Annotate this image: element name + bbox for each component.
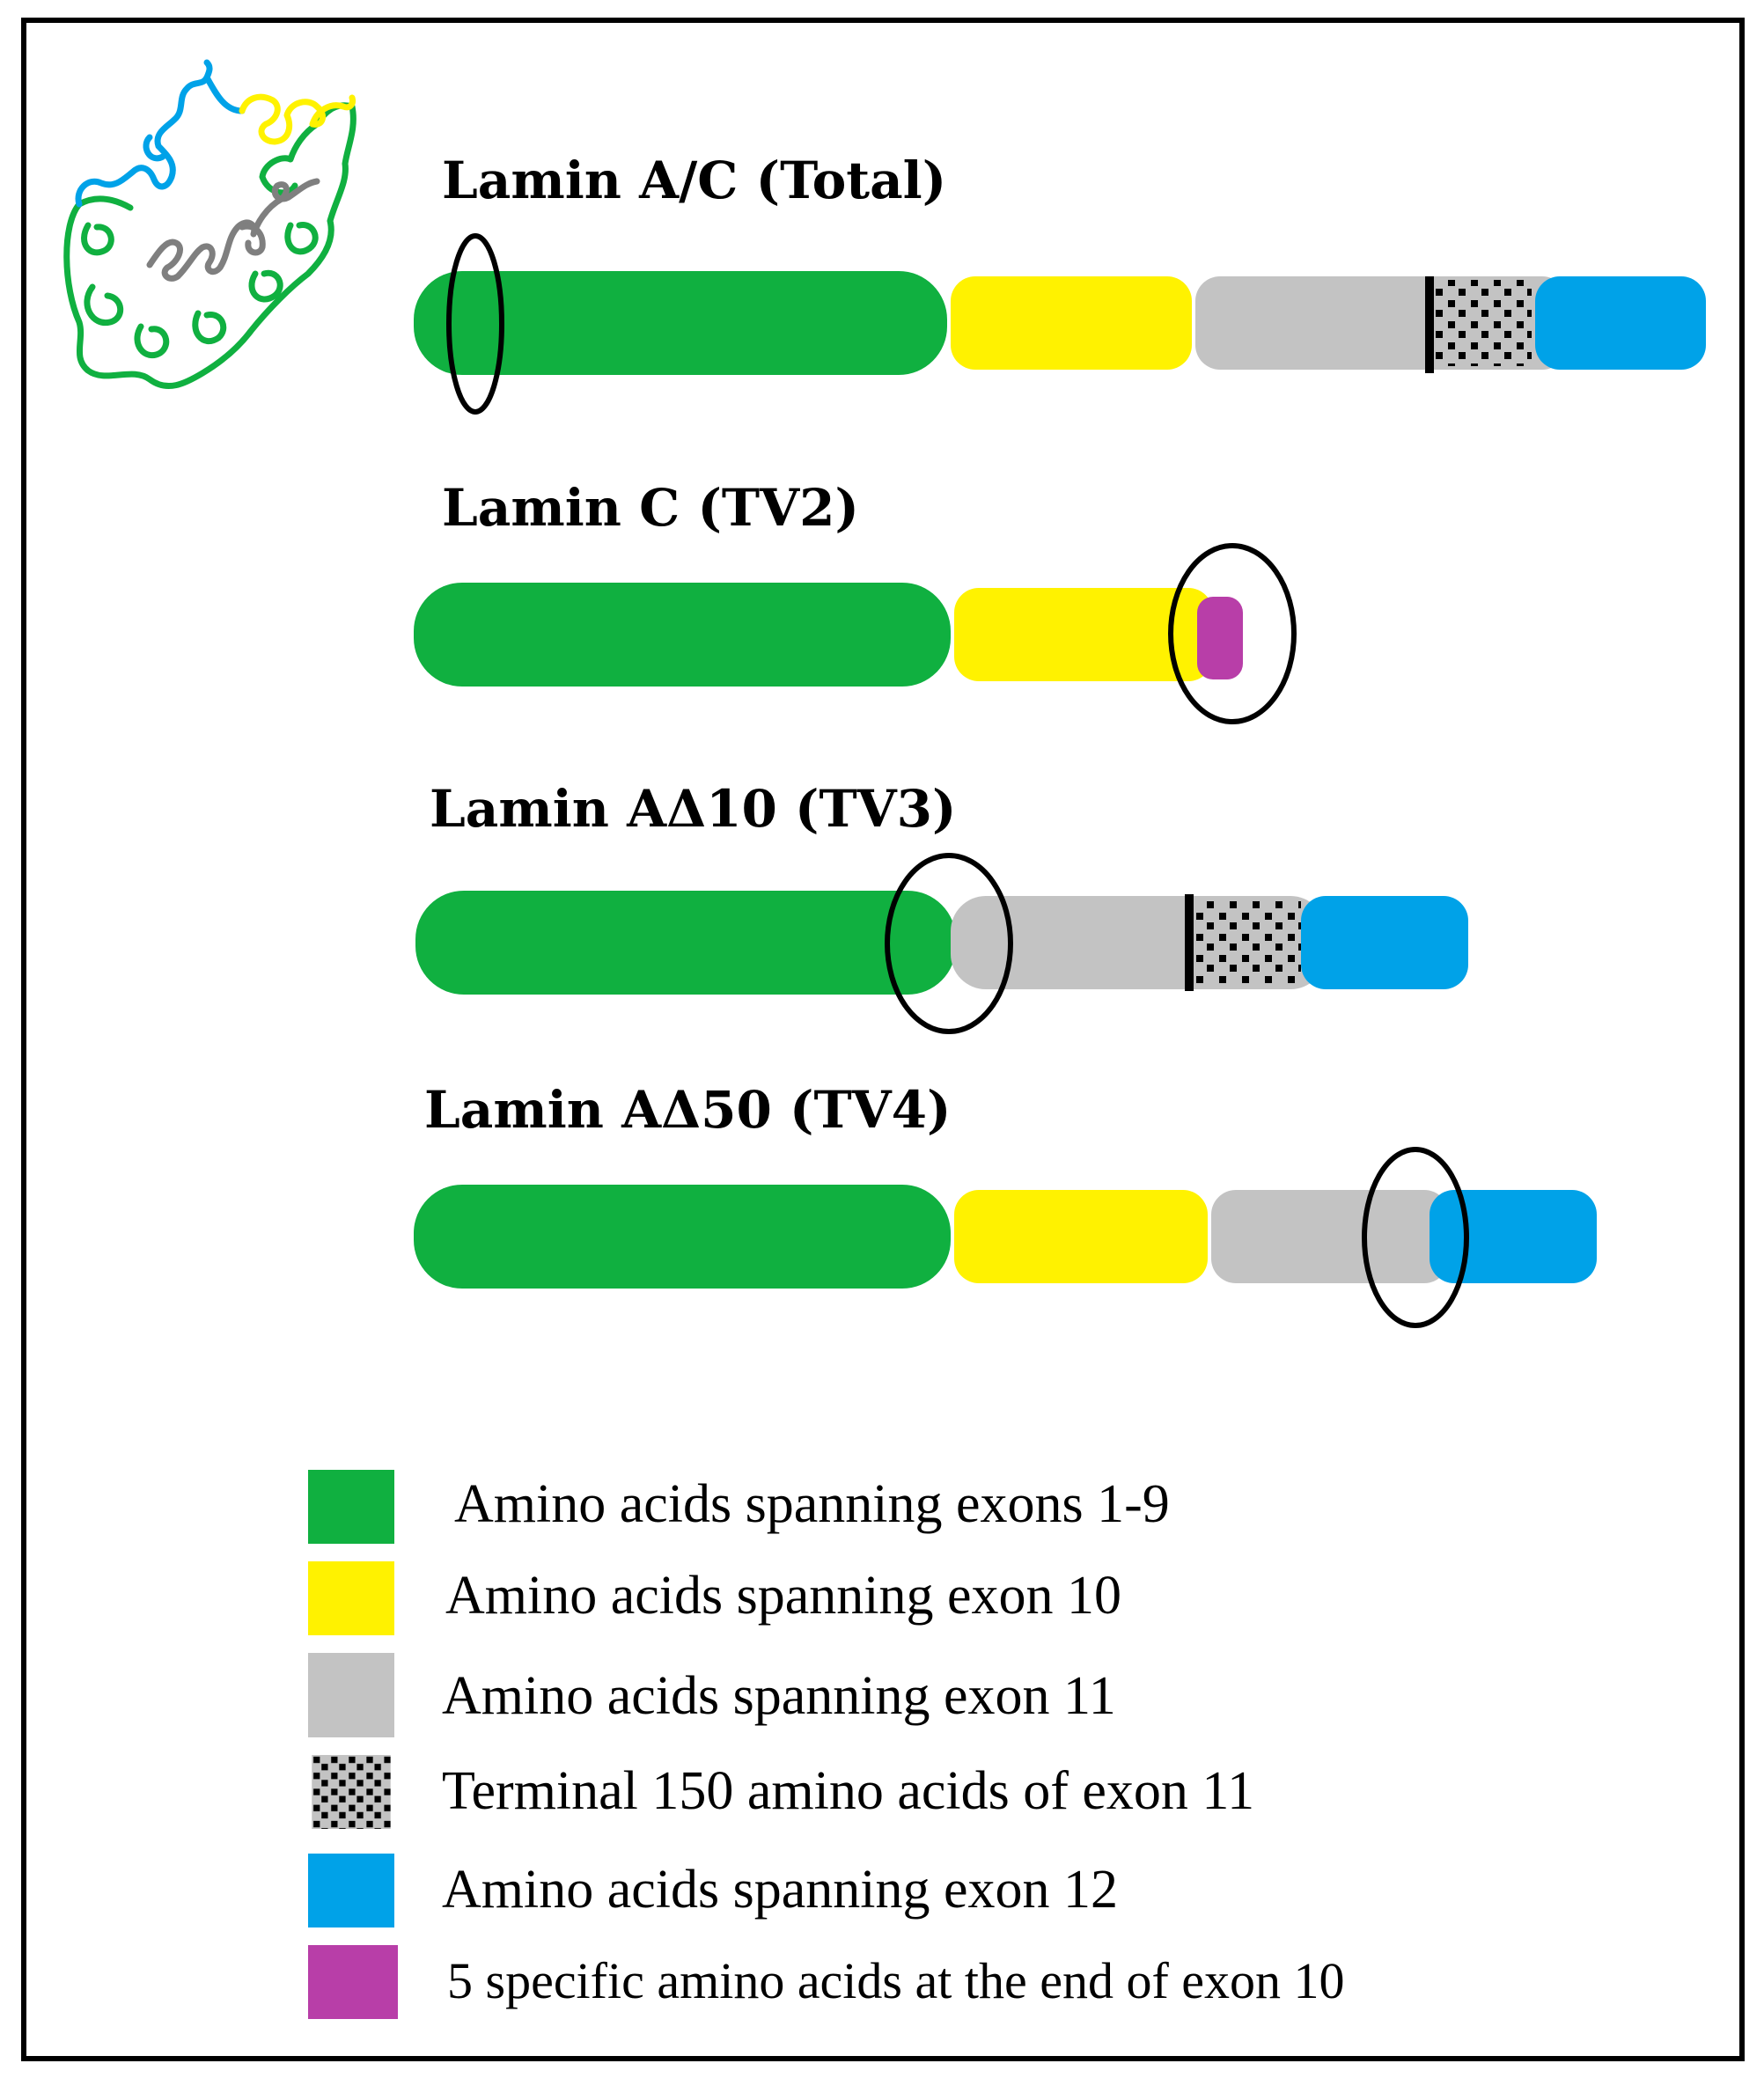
isoform-title-lamin-c: Lamin C (TV2) xyxy=(442,478,859,538)
exon-10-segment xyxy=(951,276,1192,370)
exon-12-segment xyxy=(1535,276,1706,370)
legend-swatch-gray xyxy=(308,1653,394,1737)
exons-1-9-segment xyxy=(414,271,947,375)
legend-item-terminal-150: Terminal 150 amino acids of exon 11 xyxy=(308,1755,1452,1836)
exons-1-9-segment xyxy=(415,891,956,995)
terminal-150-aa-segment xyxy=(1430,280,1532,366)
legend-swatch-green xyxy=(308,1470,394,1544)
legend-item-exon-11: Amino acids spanning exon 11 xyxy=(308,1653,1452,1737)
isoform-title-lamin-a-delta-50: Lamin AΔ50 (TV4) xyxy=(424,1080,952,1140)
isoform-title-lamin-a-delta-10: Lamin AΔ10 (TV3) xyxy=(430,779,957,839)
legend-swatch-dotted xyxy=(312,1755,391,1829)
legend-item-exon-10-end: 5 specific amino acids at the end of exo… xyxy=(308,1945,1452,2026)
legend-label: Amino acids spanning exon 11 xyxy=(442,1666,1116,1726)
exons-1-9-segment xyxy=(414,583,951,687)
isoform-lamin-a-delta-50 xyxy=(414,1147,1597,1328)
highlight-ellipse xyxy=(1168,543,1297,724)
exon-10-segment xyxy=(954,588,1213,681)
isoform-lamin-a-delta-10 xyxy=(415,853,1468,1034)
highlight-ellipse xyxy=(885,853,1013,1034)
legend-item-exons-1-9: Amino acids spanning exons 1-9 xyxy=(308,1470,1452,1551)
exon-12-segment xyxy=(1430,1190,1597,1283)
isoform-title-lamin-ac: Lamin A/C (Total) xyxy=(442,151,947,210)
legend-swatch-blue xyxy=(308,1854,394,1927)
exon-10-end-segment xyxy=(1197,597,1243,679)
folded-protein-icon xyxy=(63,59,356,390)
lamin-isoform-diagram xyxy=(63,59,1706,1328)
isoform-lamin-ac xyxy=(414,233,1706,415)
exon-11-divider xyxy=(1425,276,1434,373)
exons-1-9-segment xyxy=(414,1185,951,1289)
legend-label: Amino acids spanning exons 1-9 xyxy=(454,1474,1170,1534)
legend-item-exon-10: Amino acids spanning exon 10 xyxy=(308,1561,1452,1642)
highlight-ellipse xyxy=(446,233,504,415)
exon-11-segment xyxy=(1211,1190,1449,1283)
terminal-150-aa-segment xyxy=(1190,899,1301,986)
highlight-ellipse xyxy=(1362,1147,1469,1328)
isoform-lamin-c xyxy=(414,543,1297,724)
legend-label: Amino acids spanning exon 12 xyxy=(442,1860,1119,1920)
legend-swatch-purple xyxy=(308,1945,398,2019)
figure-frame: Lamin A/C (Total) Lamin C (TV2) Lamin AΔ… xyxy=(21,18,1745,2061)
legend-label: Terminal 150 amino acids of exon 11 xyxy=(442,1761,1255,1821)
exon-10-segment xyxy=(954,1190,1208,1283)
legend-item-exon-12: Amino acids spanning exon 12 xyxy=(308,1854,1452,1935)
legend-swatch-yellow xyxy=(308,1561,394,1635)
exon-12-segment xyxy=(1301,896,1468,989)
legend-label: 5 specific amino acids at the end of exo… xyxy=(447,1952,1345,2009)
exon-11-divider xyxy=(1185,894,1194,991)
legend-label: Amino acids spanning exon 10 xyxy=(445,1566,1122,1626)
